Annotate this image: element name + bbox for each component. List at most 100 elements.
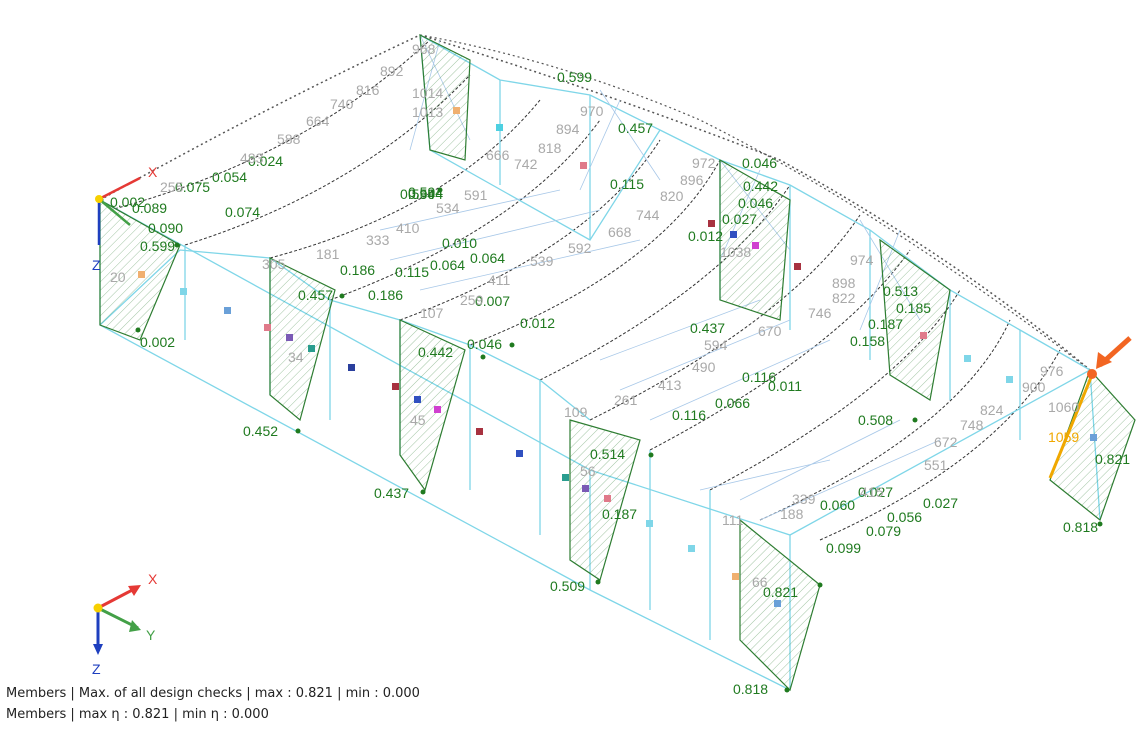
member-number-label: 333	[366, 232, 390, 248]
member-number-label: 668	[608, 224, 632, 240]
design-ratio-label: 0.116	[672, 407, 706, 423]
member-number-label: 188	[780, 506, 804, 522]
design-ratio-label: 0.046	[742, 155, 777, 171]
member-number-label: 666	[486, 147, 510, 163]
member-number-label: 824	[980, 402, 1004, 418]
design-ratio-label: 0.010	[442, 235, 477, 251]
design-ratio-label: 0.090	[148, 220, 183, 236]
design-ratio-label: 0.027	[722, 211, 757, 227]
design-ratio-label: 0.508	[858, 412, 893, 428]
design-ratio-label: 0.187	[868, 316, 903, 332]
design-ratio-label: 0.024	[248, 153, 283, 169]
design-ratio-label: 0.116	[742, 369, 776, 385]
member-number-label: 896	[680, 172, 704, 188]
selected-member[interactable]	[1048, 369, 1097, 479]
member-number-label: 816	[356, 82, 380, 98]
member-number-label: 740	[330, 96, 354, 112]
member-number-label: 818	[538, 140, 562, 156]
member-number-label: 490	[692, 359, 716, 375]
member-number-label: 968	[412, 41, 436, 57]
design-ratio-label: 0.452	[243, 423, 278, 439]
member-number-label: 591	[464, 187, 488, 203]
roof-edge-back	[99, 34, 1091, 371]
member-number-label: 551	[924, 457, 948, 473]
member-number-label: 539	[530, 253, 554, 269]
design-ratio-label: 0.187	[602, 506, 637, 522]
design-ratio-label: 0.185	[896, 300, 931, 316]
design-ratio-label: 0.457	[298, 287, 333, 303]
design-ratio-label: 0.437	[374, 485, 409, 501]
design-ratio-label: 0.821	[1095, 451, 1130, 467]
design-ratio-label: 0.186	[368, 287, 403, 303]
design-ratio-label: 0.007	[475, 293, 510, 309]
roof-rafters	[109, 39, 1061, 541]
member-number-label: 259	[460, 292, 484, 308]
design-ratio-label: 0.514	[590, 446, 625, 462]
design-ratio-label: 0.075	[175, 179, 210, 195]
design-ratio-label: 0.074	[225, 204, 260, 220]
design-ratio-label: 0.056	[887, 509, 922, 525]
member-number-label: 1014	[412, 85, 443, 101]
status-line-eta: Members | max η : 0.821 | min η : 0.000	[6, 707, 269, 722]
member-number-label: 305	[262, 256, 286, 272]
axis-z-label-bottom: Z	[92, 661, 101, 677]
member-number-label: 672	[934, 434, 958, 450]
design-ratio-label: 0.046	[467, 336, 502, 352]
arrow-marker-icon	[1096, 336, 1132, 369]
design-ratio-label: 0.027	[923, 495, 958, 511]
member-number-label: 746	[808, 305, 832, 321]
design-ratio-label: 0.054	[212, 169, 247, 185]
design-ratio-label: 0.599	[557, 69, 592, 85]
design-ratio-label: 0.046	[738, 195, 773, 211]
member-number-label: 892	[380, 63, 404, 79]
axis-triad-top: X Z	[92, 164, 158, 273]
status-bar: Members | Max. of all design checks | ma…	[6, 683, 420, 725]
member-number-label: 410	[396, 220, 420, 236]
member-number-label: 483	[240, 150, 264, 166]
member-number-label: 894	[556, 121, 580, 137]
member-number-label: 744	[636, 207, 660, 223]
member-number-label: 820	[660, 188, 684, 204]
member-number-label: 742	[514, 156, 538, 172]
member-number-label: 670	[758, 323, 782, 339]
member-number-label: 898	[832, 275, 856, 291]
member-number-label: 822	[832, 290, 856, 306]
design-ratio-label: 0.064	[470, 250, 505, 266]
member-number-label: 972	[692, 155, 716, 171]
member-number-label: 534	[436, 200, 460, 216]
member-number-label: 411	[488, 272, 511, 288]
member-number-label: 20	[110, 269, 126, 285]
design-ratio-label: 0.442	[743, 178, 778, 194]
axis-x-label-bottom: X	[148, 571, 158, 587]
design-ratio-label: 0.089	[132, 200, 167, 216]
member-number-label: 664	[306, 113, 330, 129]
design-ratio-label: 0.115	[395, 264, 429, 280]
design-ratio-label: 0.012	[520, 315, 555, 331]
member-number-label: 56	[580, 463, 596, 479]
member-number-label: 181	[316, 246, 340, 262]
member-number-label: 45	[410, 412, 426, 428]
design-ratio-label: 0.442	[418, 344, 453, 360]
design-ratio-label: 0.012	[688, 228, 723, 244]
axis-triad-bottom: X Y Z	[92, 571, 158, 677]
design-ratio-label: 0.818	[1063, 519, 1098, 535]
status-line-design-checks: Members | Max. of all design checks | ma…	[6, 686, 420, 701]
result-dots	[98, 187, 1103, 693]
member-number-label: 255	[160, 179, 184, 195]
design-ratio-label: 0.594	[408, 186, 443, 202]
design-ratio-label: 0.064	[430, 257, 465, 273]
member-number-label: 1013	[412, 104, 443, 120]
design-ratio-label: 0.821	[763, 584, 798, 600]
member-number-label: 111	[722, 512, 743, 528]
member-number-label: 1059	[1048, 429, 1079, 445]
member-number-label: 588	[277, 131, 301, 147]
design-ratio-label: 0.594	[400, 186, 435, 202]
design-ratio-label: 0.027	[858, 484, 893, 500]
design-ratio-label: 0.437	[690, 320, 725, 336]
member-number-label: 1038	[720, 244, 751, 260]
member-number-label: 594	[704, 337, 728, 353]
